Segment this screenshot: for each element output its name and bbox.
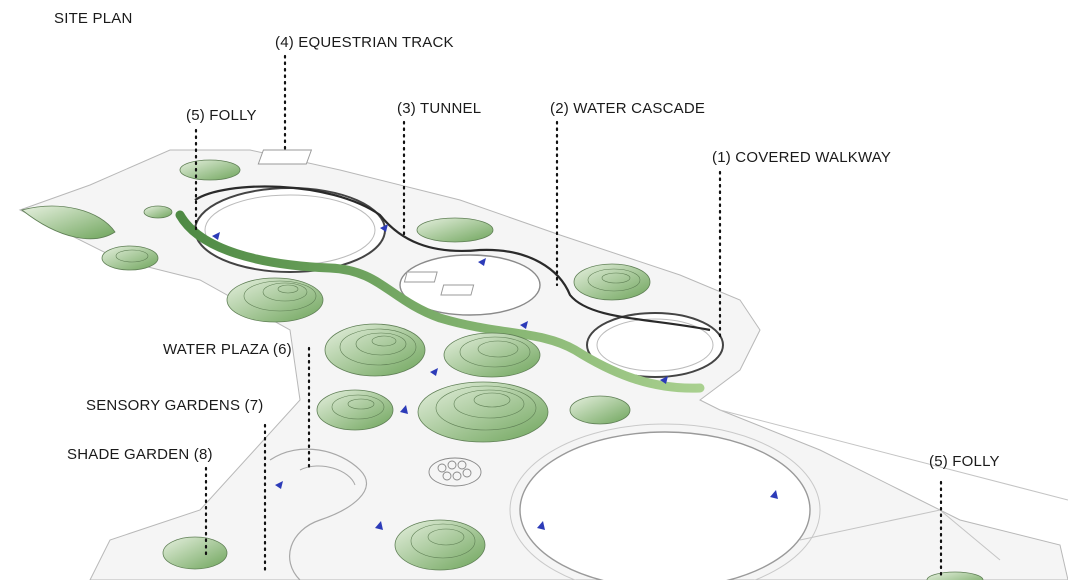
covered-walkway xyxy=(175,210,705,393)
label-water-cascade: (2) WATER CASCADE xyxy=(550,100,706,117)
large-lawn xyxy=(519,431,811,585)
equestrian-loop-1 xyxy=(194,187,386,273)
garden-path-c xyxy=(719,409,1068,501)
garden-path-d xyxy=(799,509,1001,561)
equestrian-loop-3 xyxy=(586,312,724,378)
mound-sensory-b xyxy=(417,381,549,443)
mound-folly-top xyxy=(179,159,241,181)
label-sensory-gardens: SENSORY GARDENS (7) xyxy=(86,397,264,414)
mound-plaza-b xyxy=(443,332,541,378)
garden-path-b xyxy=(299,465,356,486)
diagram-title: SITE PLAN xyxy=(54,10,133,27)
mound-shade xyxy=(162,536,228,570)
mound-large-left xyxy=(226,277,324,323)
garden-path-a xyxy=(269,448,367,581)
large-lawn-ring xyxy=(509,423,821,585)
flow-arrows xyxy=(212,224,778,530)
label-equestrian-track: (4) EQUESTRIAN TRACK xyxy=(275,34,454,51)
mound-sensory-a xyxy=(316,389,394,431)
mound-top-left xyxy=(21,205,116,240)
mound-small-b xyxy=(143,205,173,219)
sensory-circles xyxy=(428,457,482,487)
arena-box-a xyxy=(403,271,438,283)
equestrian-loop-3-inner xyxy=(596,318,714,372)
mound-small-a xyxy=(101,245,159,271)
covered-walkway-edge xyxy=(194,185,711,332)
mound-cascade xyxy=(573,263,651,301)
mound-sensory-c xyxy=(569,395,631,425)
label-covered-walkway: (1) COVERED WALKWAY xyxy=(712,149,892,166)
label-water-plaza: WATER PLAZA (6) xyxy=(163,341,292,358)
mound-tunnel xyxy=(416,217,494,243)
leader-lines xyxy=(194,54,943,577)
stable-block xyxy=(257,149,313,165)
label-folly-right: (5) FOLLY xyxy=(929,453,1000,470)
mound-plaza-a xyxy=(324,323,426,377)
label-tunnel: (3) TUNNEL xyxy=(397,100,482,117)
label-shade-garden: SHADE GARDEN (8) xyxy=(67,446,213,463)
mound-bottom-center xyxy=(394,519,486,571)
arena-box-b xyxy=(440,284,475,296)
label-folly-top: (5) FOLLY xyxy=(186,107,257,124)
